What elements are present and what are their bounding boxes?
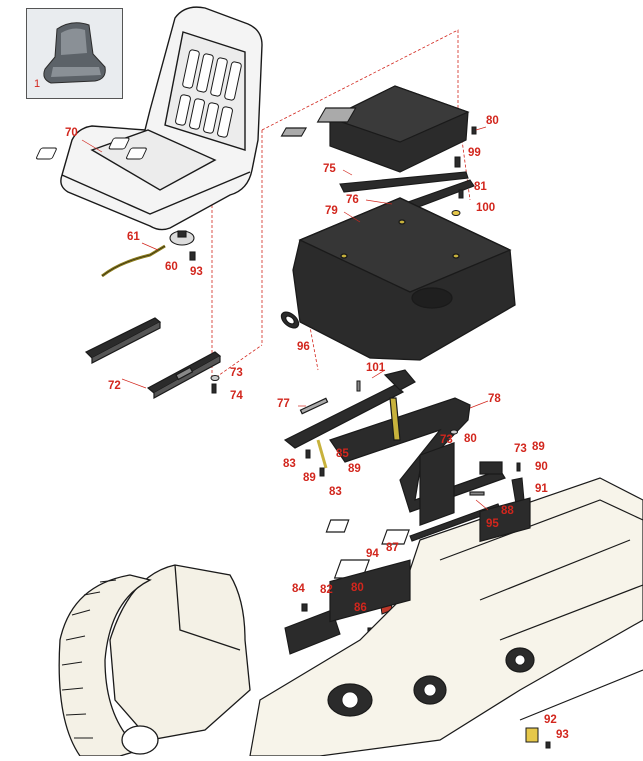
callout-78[interactable]: 78 [488,393,501,405]
callout-80-frame[interactable]: 80 [464,433,477,445]
callout-87[interactable]: 87 [386,542,399,554]
callout-83[interactable]: 83 [283,458,296,470]
callout-91[interactable]: 91 [535,483,548,495]
callout-61[interactable]: 61 [127,231,140,243]
grommet-part [280,311,300,329]
seat-thumbnail-image [27,9,122,98]
callout-86[interactable]: 86 [354,602,367,614]
callout-99[interactable]: 99 [468,147,481,159]
callout-93[interactable]: 93 [190,266,203,278]
callout-83-b[interactable]: 83 [329,486,342,498]
callout-73-frame[interactable]: 73 [440,434,453,446]
thumbnail-label: 1 [34,78,41,90]
fender-part [109,564,251,741]
callout-81[interactable]: 81 [474,181,487,193]
callout-76[interactable]: 76 [346,194,359,206]
callout-75[interactable]: 75 [323,163,336,175]
switch-and-cable-part [101,230,196,278]
callout-101[interactable]: 101 [366,362,386,374]
callout-leaders [81,126,489,511]
callout-80-lower[interactable]: 80 [351,582,364,594]
callout-89-b[interactable]: 89 [348,463,361,475]
hardware-73-74 [210,375,220,394]
callout-80[interactable]: 80 [486,115,499,127]
seat-thumbnail-frame[interactable] [26,8,123,99]
callout-73-right[interactable]: 73 [514,443,527,455]
hardware-80-99-81-100 [451,126,477,216]
callout-60[interactable]: 60 [165,261,178,273]
rear-tire [58,574,159,757]
seat-rails-part [84,317,222,400]
callout-96[interactable]: 96 [297,341,310,353]
callout-95[interactable]: 95 [486,518,499,530]
callout-82[interactable]: 82 [320,584,333,596]
callout-93-lower[interactable]: 93 [556,729,569,741]
callout-94[interactable]: 94 [366,548,379,560]
seat-part [36,6,263,231]
callout-89-right[interactable]: 89 [532,441,545,453]
callout-72[interactable]: 72 [108,380,121,392]
callout-84[interactable]: 84 [292,583,305,595]
callout-85[interactable]: 85 [336,448,349,460]
callout-92[interactable]: 92 [544,714,557,726]
callout-77[interactable]: 77 [277,398,290,410]
callout-79[interactable]: 79 [325,205,338,217]
callout-70[interactable]: 70 [65,127,78,139]
suspension-top-part [280,85,470,173]
tractor-chassis [249,441,643,757]
callout-74[interactable]: 74 [230,390,243,402]
callout-90[interactable]: 90 [535,461,548,473]
hardware-92-93 [525,727,551,749]
callout-89[interactable]: 89 [303,472,316,484]
seat-pan-part [292,197,516,361]
callout-100[interactable]: 100 [476,202,496,214]
callout-88[interactable]: 88 [501,505,514,517]
callout-73[interactable]: 73 [230,367,243,379]
seat-frame-part [283,369,506,513]
